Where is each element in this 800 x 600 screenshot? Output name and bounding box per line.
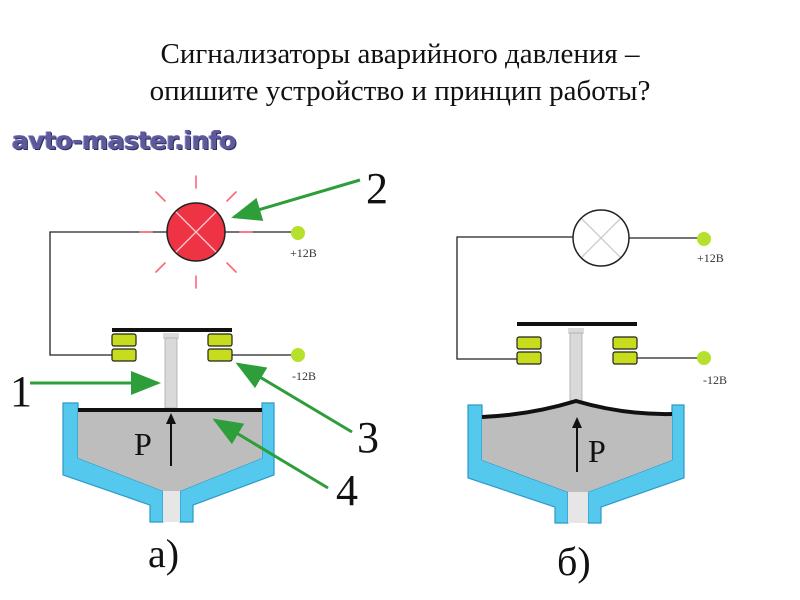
terminal-minus-b [697,351,711,365]
terminal-plus-a [291,226,305,240]
warning-lamp-off-icon [572,209,630,267]
diaphragm-b [481,398,673,419]
pushrod-b [568,328,584,334]
title-line-1: Сигнализаторы аварийного давления – [160,38,640,70]
pushrod-b-stem [569,332,583,402]
diaphragm-a [78,408,262,412]
lamp-glow-rays [139,175,253,289]
diagram-a: +12B -12B P 2 1 3 [10,164,388,576]
voltage-minus-label-b: -12B [703,373,727,387]
callout-3: 3 [357,413,379,462]
voltage-minus-label-a: -12B [292,369,316,383]
channel-b [568,492,588,523]
contact-bridge-b [517,322,637,326]
warning-lamp-on-icon [166,202,226,262]
pressure-label-a: P [134,426,152,462]
title-line-2: опишите устройство и принцип работы? [149,75,651,107]
pushrod-a [163,333,179,339]
channel-a [163,491,180,522]
callout-2: 2 [366,164,388,213]
terminal-plus-b [697,232,711,246]
caption-b: б) [557,539,591,584]
contacts-b [516,336,638,365]
contacts-a [111,333,233,362]
wiring-a [49,231,298,356]
diagram-b: +12B -12B P б) [456,209,727,584]
wiring-b [456,236,704,360]
slide-title: Сигнализаторы аварийного давления – опиш… [0,36,800,110]
contact-bridge-a [112,328,232,332]
pressure-label-b: P [588,433,606,469]
pushrod-a-stem [164,337,178,409]
terminal-minus-a [291,348,305,362]
callout-4: 4 [336,466,358,515]
voltage-plus-label-a: +12B [290,246,317,260]
callout-1: 1 [10,367,32,416]
voltage-plus-label-b: +12B [697,251,724,265]
caption-a: а) [148,531,179,576]
watermark-logo: avto-master.info [12,126,237,155]
callout-arrows-a [30,178,361,490]
